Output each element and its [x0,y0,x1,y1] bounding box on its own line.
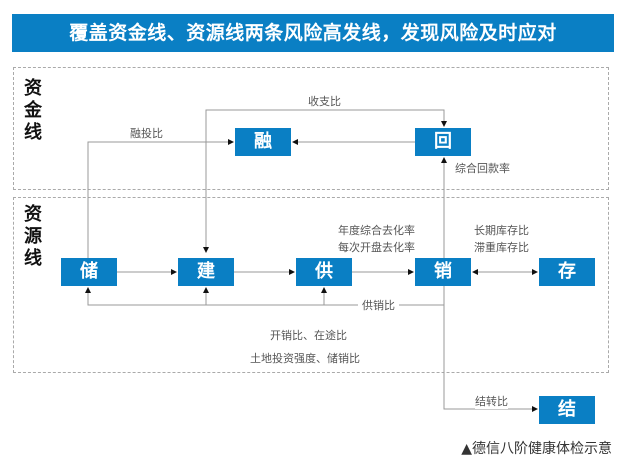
label-land-invest: 土地投资强度、储销比 [250,350,360,366]
label-carryover: 结转比 [475,393,508,409]
node-cun: 存 [539,258,595,286]
label-annual-destock: 年度综合去化率 [338,224,415,237]
node-xiao: 销 [415,258,471,286]
caption: ▲德信八阶健康体检示意 [461,441,612,457]
label-collection-rate: 综合回款率 [455,160,510,176]
label-open-transit: 开销比、在途比 [270,327,347,343]
diagram-title: 覆盖资金线、资源线两条风险高发线，发现风险及时应对 [12,14,614,52]
carryover-line [443,286,538,412]
node-gong: 供 [296,258,352,286]
label-opening-destock: 每次开盘去化率 [338,241,415,254]
financing-investment-line [87,139,234,258]
node-hui: 回 [415,128,471,156]
node-jian: 建 [178,258,234,286]
resources-panel [13,197,609,373]
label-income-expense: 收支比 [308,93,341,109]
resources-section-label: 资源线 [24,204,42,269]
label-financing-investment: 融投比 [130,125,163,141]
label-stagnant-inventory: 滞重库存比 [474,239,529,255]
label-long-inventory: 长期库存比 [474,222,529,238]
node-jie: 结 [539,396,595,424]
node-chu: 储 [61,258,117,286]
funds-section-label: 资金线 [24,78,42,143]
label-supply-sales: 供销比 [358,297,399,313]
node-rong: 融 [235,128,291,156]
funds-panel [13,67,609,190]
